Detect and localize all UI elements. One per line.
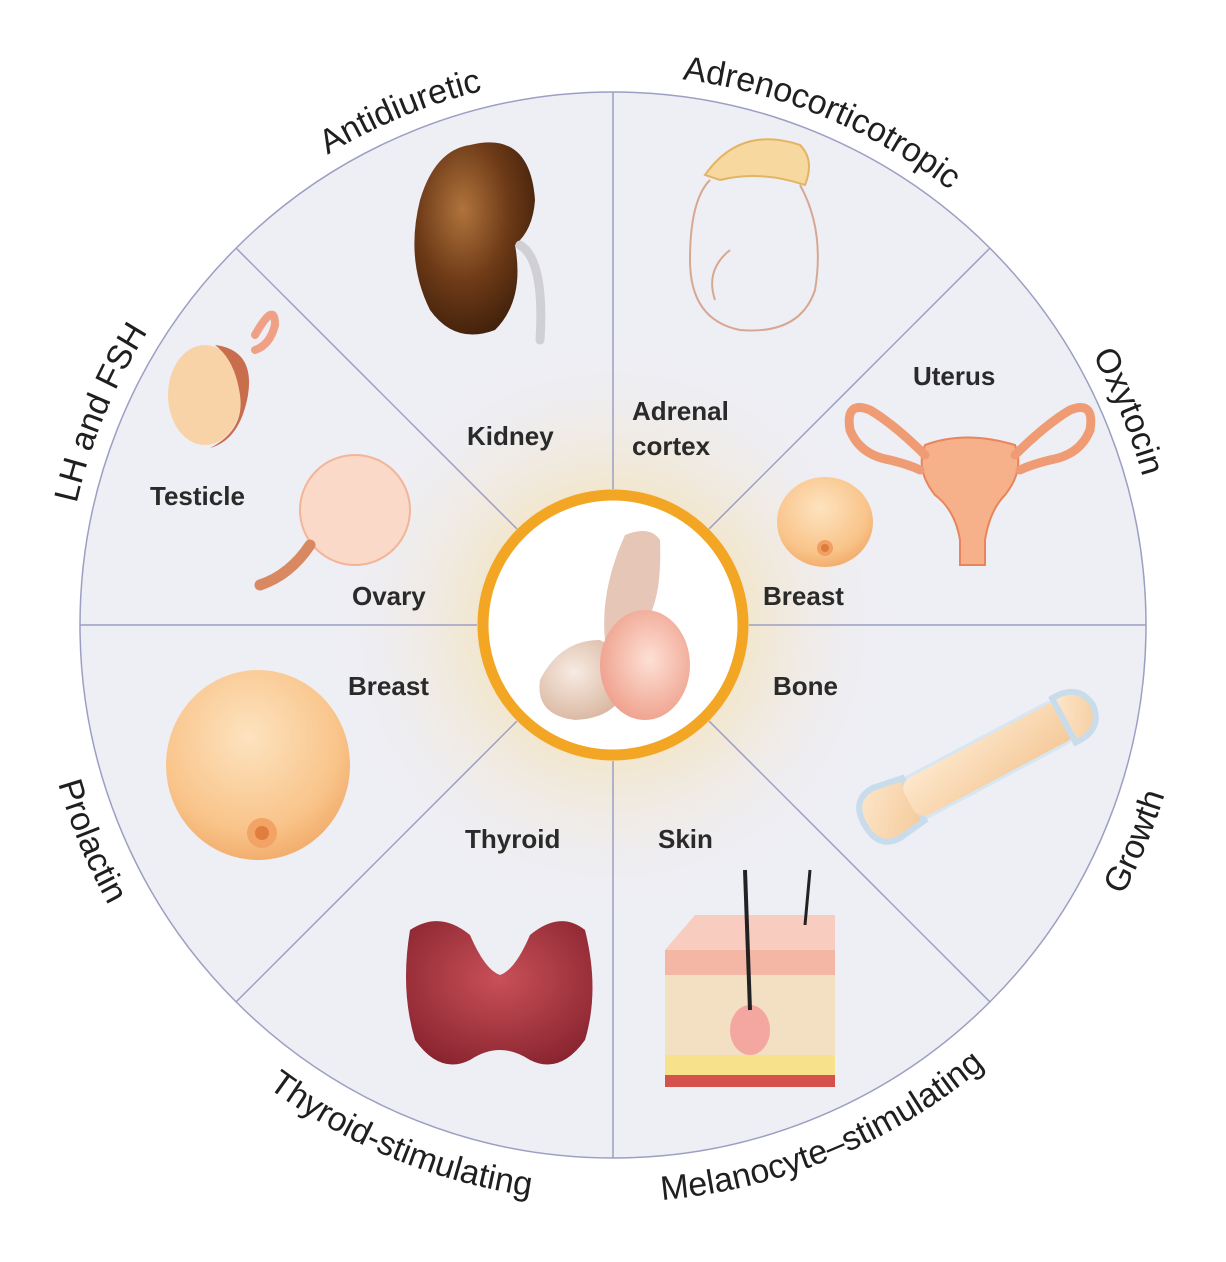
sector-divider [708,720,991,1003]
testicle-icon [168,310,280,448]
pituitary-icon [539,531,690,720]
target-label-skin: Skin [658,824,713,854]
target-label-adrenal-line1: Adrenal [632,396,729,426]
target-label-adrenal-line2: cortex [632,431,711,461]
target-label-breast-oxytocin: Breast [763,581,844,611]
sector-divider [708,247,991,530]
adrenal-icon [688,138,819,332]
ovary-icon [254,454,411,591]
target-label-bone: Bone [773,671,838,701]
thyroid-icon [406,921,593,1065]
target-label-kidney: Kidney [467,421,554,451]
sector-divider [235,247,518,530]
uterus-icon [844,403,1096,566]
target-label-thyroid: Thyroid [465,824,560,854]
target-label-testicle: Testicle [150,481,245,511]
target-label-uterus: Uterus [913,361,995,391]
sector-dividers [80,92,1146,1158]
kidney-icon [414,142,546,345]
bone-icon [856,688,1099,845]
breast-icon [777,477,873,567]
breast-icon [166,670,350,860]
target-label-breast-prolactin: Breast [348,671,429,701]
skin-icon [665,869,835,1087]
sector-divider [235,720,518,1003]
target-label-ovary: Ovary [352,581,426,611]
